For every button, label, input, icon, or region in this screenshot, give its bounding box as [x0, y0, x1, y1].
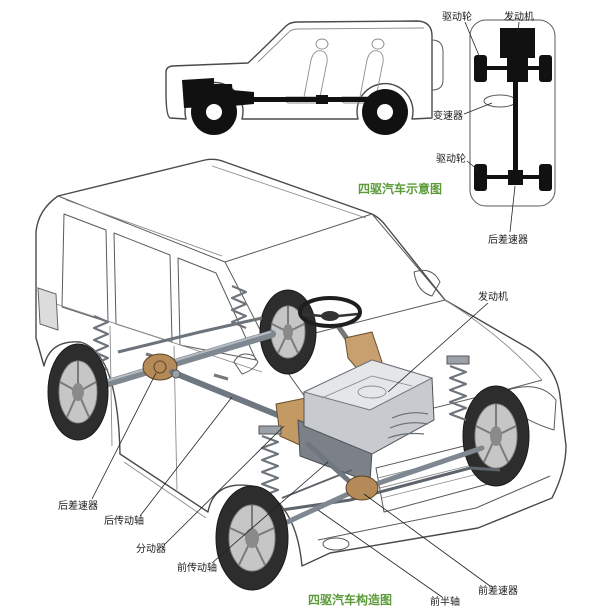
- belt-line: [37, 297, 263, 373]
- far-front-spring: [448, 364, 468, 422]
- near-front-wheel: [215, 485, 289, 591]
- leader-rear-differential: [91, 372, 157, 500]
- schematic-caption: 四驱汽车示意图: [358, 181, 442, 196]
- steering-wheel: [298, 296, 362, 328]
- front-half-shaft-far: [373, 445, 485, 487]
- side-view-window-line: [257, 27, 425, 63]
- front-subframe: [267, 466, 501, 514]
- sill-line: [123, 461, 207, 519]
- leader-front-drive-wheel: [464, 21, 481, 59]
- near-rear-hub: [72, 383, 84, 401]
- label-front-drive-wheel: 驱动轮: [442, 10, 472, 23]
- engine-intake: [387, 412, 429, 439]
- far-side-mirror: [413, 269, 441, 297]
- cutaway-drivetrain: [92, 284, 501, 533]
- label-front-differential: 前差速器: [478, 584, 518, 597]
- label-schematic-engine: 发动机: [504, 10, 534, 23]
- rear-driveshaft-joint: [171, 369, 181, 379]
- steering-spoke: [301, 312, 323, 318]
- front-seat-headrest: [315, 38, 329, 50]
- far-rear-spring: [230, 284, 248, 330]
- leader-front-driveshaft: [211, 461, 329, 564]
- top-view-rear-right-wheel: [539, 164, 552, 191]
- leader-transmission: [463, 102, 493, 115]
- near-side-mirror: [233, 353, 259, 375]
- label-engine: 发动机: [478, 290, 508, 303]
- label-rear-drive-wheel: 驱动轮: [436, 152, 466, 165]
- top-view-front-left-wheel: [474, 55, 487, 82]
- side-view-transmission: [232, 90, 254, 106]
- top-view-transmission-outline: [483, 94, 517, 108]
- engine-cover-top: [302, 359, 434, 411]
- top-view-rear-left-wheel: [474, 164, 487, 191]
- near-front-hub: [245, 528, 259, 548]
- leader-schematic-rear-differential: [509, 185, 516, 233]
- tail-lamp: [37, 287, 59, 331]
- front-driveshaft: [305, 441, 353, 485]
- far-front-strut-mount: [446, 355, 470, 365]
- schematic-top-view: [469, 19, 556, 207]
- schematic-annotations: 驱动轮 发动机 变速器 驱动轮 后差速器 四驱汽车示意图: [358, 10, 534, 246]
- grille-slat: [379, 461, 485, 489]
- cutaway-annotations: 发动机 后差速器 后传动轴 分动器 前传动轴 前半轴 前差速器 四驱汽车构造图: [58, 290, 518, 608]
- front-door-handle: [213, 373, 229, 381]
- rear-driveshaft: [169, 369, 293, 423]
- schematic-side-view: [165, 20, 444, 135]
- leader-schematic-engine: [517, 21, 520, 33]
- rear-subframe: [117, 316, 263, 354]
- far-front-hub: [490, 426, 502, 446]
- front-door-window: [177, 257, 257, 361]
- near-front-strut-mount: [258, 425, 282, 435]
- rear-axle: [94, 330, 276, 390]
- near-roof-rail: [65, 199, 223, 257]
- rear-differential: [142, 353, 178, 381]
- leader-transfer-case: [163, 425, 285, 546]
- label-front-half-shaft: 前半轴: [430, 595, 460, 608]
- front-seat-backrest: [303, 50, 328, 98]
- top-view-driveshaft: [513, 82, 518, 172]
- fog-lamp: [322, 537, 350, 551]
- engine-emblem: [357, 385, 387, 399]
- label-schematic-rear-differential: 后差速器: [488, 233, 528, 246]
- rear-axle-highlight: [99, 331, 271, 384]
- grille-slat: [381, 471, 487, 499]
- front-bumper-line: [317, 475, 551, 541]
- far-fender-crease: [444, 299, 543, 381]
- cutaway-caption: 四驱汽车构造图: [308, 592, 392, 607]
- steering-hub: [321, 311, 339, 321]
- leader-front-half-shaft: [317, 509, 443, 598]
- side-view-spare-tire: [431, 39, 444, 91]
- near-front-spring: [260, 434, 280, 498]
- leader-rear-drive-wheel: [466, 160, 479, 171]
- top-view-engine: [500, 28, 535, 82]
- leader-front-differential: [363, 493, 491, 587]
- far-rear-hub: [283, 324, 293, 340]
- steering-spoke: [337, 312, 359, 318]
- rear-seat-headrest: [371, 38, 385, 50]
- far-front-wheel: [462, 385, 530, 487]
- far-roof-rail: [211, 165, 367, 219]
- side-view-driveshaft: [254, 97, 372, 102]
- side-view-front-wheel-hub: [206, 104, 222, 120]
- side-view-rear-wheel-hub: [377, 104, 393, 120]
- label-transmission: 变速器: [433, 109, 463, 122]
- label-rear-differential: 后差速器: [58, 499, 98, 512]
- label-transfer-case: 分动器: [136, 543, 166, 555]
- top-view-rear-differential: [508, 170, 523, 185]
- label-rear-driveshaft: 后传动轴: [104, 514, 144, 527]
- leader-rear-driveshaft: [139, 396, 233, 517]
- top-view-front-right-wheel: [539, 55, 552, 82]
- label-front-driveshaft: 前传动轴: [177, 561, 217, 574]
- leader-engine: [387, 302, 489, 393]
- front-differential: [345, 475, 379, 501]
- rear-differential-cover: [153, 360, 167, 374]
- rear-seat-backrest: [359, 50, 384, 98]
- near-rear-wheel: [47, 343, 109, 441]
- side-view-shaft-joint: [316, 95, 328, 104]
